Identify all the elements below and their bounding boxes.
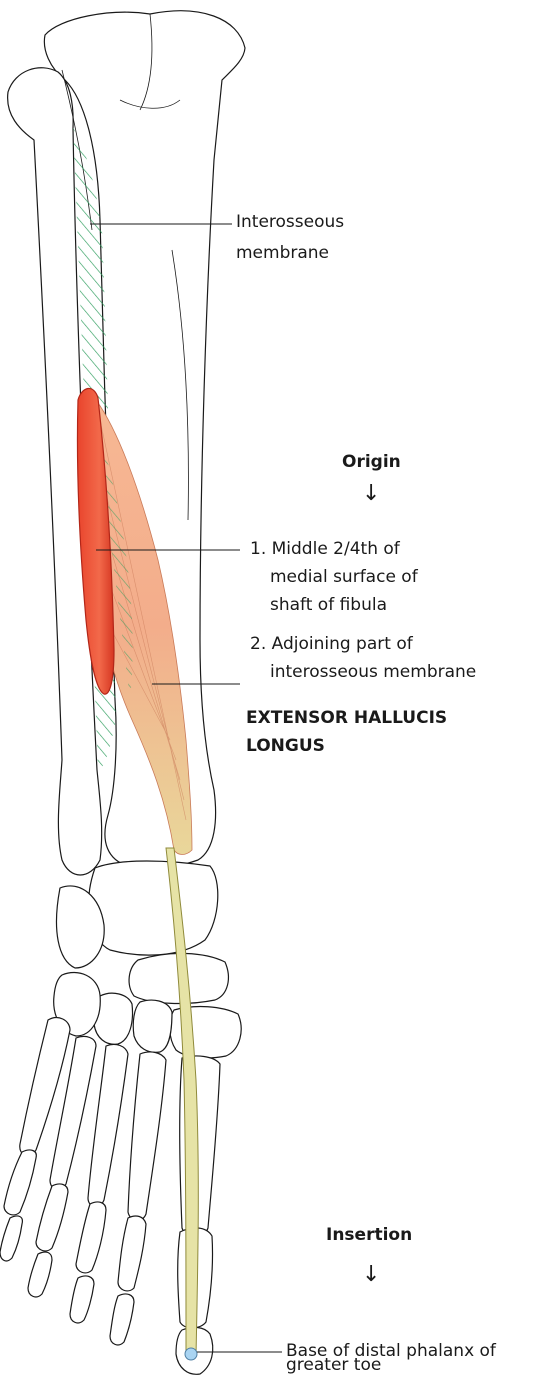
origin-arrow-icon: ↓ [362, 483, 380, 505]
origin-heading: Origin [342, 450, 401, 475]
talus-bone [89, 861, 218, 955]
insertion-arrow-icon: ↓ [362, 1264, 380, 1286]
metatarsal-3 [88, 1044, 128, 1206]
origin-item2-line1: 2. Adjoining part of [250, 632, 413, 657]
insertion-line2: greater toe [286, 1353, 381, 1378]
insertion-point [185, 1348, 197, 1360]
label-interosseous-line1: Interosseous [236, 210, 344, 235]
origin-item2-line2: interosseous membrane [270, 660, 476, 685]
origin-item1-line2: medial surface of [270, 565, 418, 590]
metatarsal-2 [128, 1052, 166, 1221]
cuneiform-intermediate [133, 1000, 172, 1052]
origin-item1-line3: shaft of fibula [270, 593, 387, 618]
insertion-heading: Insertion [326, 1223, 412, 1248]
muscle-name-line2: LONGUS [246, 734, 325, 759]
label-interosseous-line2: membrane [236, 241, 329, 266]
origin-item1-line1: 1. Middle 2/4th of [250, 537, 400, 562]
muscle-name-line1: EXTENSOR HALLUCIS [246, 706, 447, 731]
